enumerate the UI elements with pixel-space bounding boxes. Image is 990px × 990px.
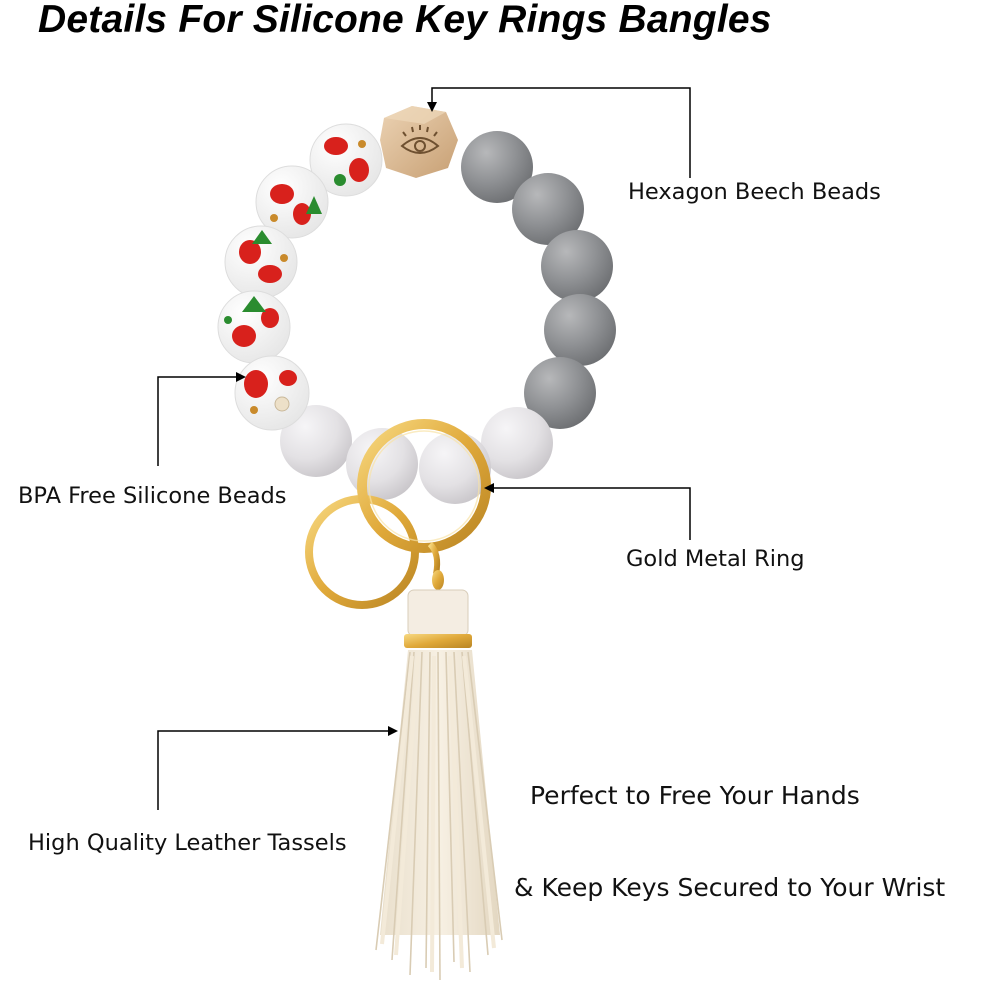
page-title: Details For Silicone Key Rings Bangles [38,0,772,41]
gray-bead [524,357,596,429]
callout-leaders [157,87,691,810]
gray-bead [541,230,613,302]
gold-metal-ring [357,419,491,553]
light-bead [280,405,352,477]
gray-bead [461,131,533,203]
tagline-line-1: Perfect to Free Your Hands [530,781,860,810]
light-bead [481,407,553,479]
leader-ring [490,487,691,540]
gray-bead [544,294,616,366]
gray-bead [512,173,584,245]
leader-arrowheads [236,102,494,736]
callout-hexagon-beech-beads: Hexagon Beech Beads [628,179,881,205]
callout-leather-tassels: High Quality Leather Tassels [28,830,347,856]
callout-bpa-free-silicone-beads: BPA Free Silicone Beads [18,483,287,509]
printed-bead [217,290,291,364]
gold-split-ring-small [305,495,419,609]
leader-tassel [157,730,392,810]
leader-hexagon [431,87,691,178]
printed-bead [255,165,329,239]
printed-christmas-beads [217,123,383,431]
printed-bead [309,123,383,197]
gray-silicone-beads [461,131,616,429]
hexagon-beech-bead [380,106,458,178]
leader-silicone [157,376,240,466]
gold-rings [305,419,491,609]
printed-bead [224,225,298,299]
callout-gold-metal-ring: Gold Metal Ring [626,546,805,572]
leather-tassel [375,589,503,981]
eye-icon [400,125,440,154]
tagline-line-2: & Keep Keys Secured to Your Wrist [514,873,946,902]
printed-bead [234,355,310,431]
